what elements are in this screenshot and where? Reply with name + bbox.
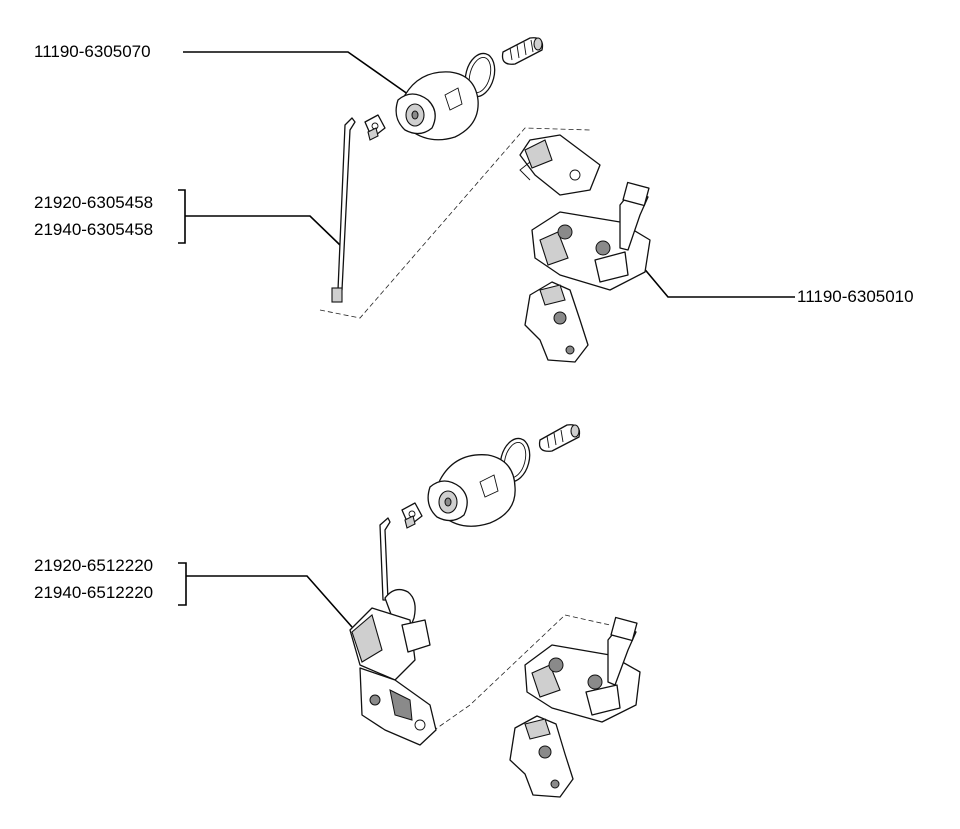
callout-bottom-actuator-a: 21920-6512220	[34, 556, 154, 575]
latch-plate-top	[519, 134, 601, 196]
actuator-bottom	[349, 588, 437, 746]
clip-top	[364, 114, 386, 141]
control-rod-top	[331, 117, 356, 303]
clip-bottom	[401, 502, 423, 529]
callout-top-latch: 11190-6305010	[797, 287, 914, 306]
callout-bottom-actuator-b: 21940-6512220	[34, 583, 154, 602]
lock-core-top	[501, 37, 544, 65]
control-rod-bottom	[379, 517, 391, 601]
lock-core-bottom	[538, 424, 581, 452]
leader-line-top-lock-cylinder	[183, 51, 413, 98]
latch-lever-top	[524, 281, 589, 363]
leader-line-bottom-actuator	[178, 562, 353, 628]
latch-body-top	[531, 181, 651, 291]
assembly-path-top	[319, 127, 591, 319]
latch-lever-bottom	[509, 715, 574, 798]
leader-line-top-rod	[178, 189, 341, 246]
lock-housing-top	[395, 71, 479, 141]
latch-body-bottom	[524, 616, 641, 723]
callout-top-rod-b: 21940-6305458	[34, 220, 154, 239]
lock-housing-bottom	[427, 454, 516, 527]
callout-top-rod-a: 21920-6305458	[34, 193, 154, 212]
callout-top-lock-cylinder: 11190-6305070	[34, 42, 151, 61]
leader-line-top-latch	[641, 265, 795, 298]
